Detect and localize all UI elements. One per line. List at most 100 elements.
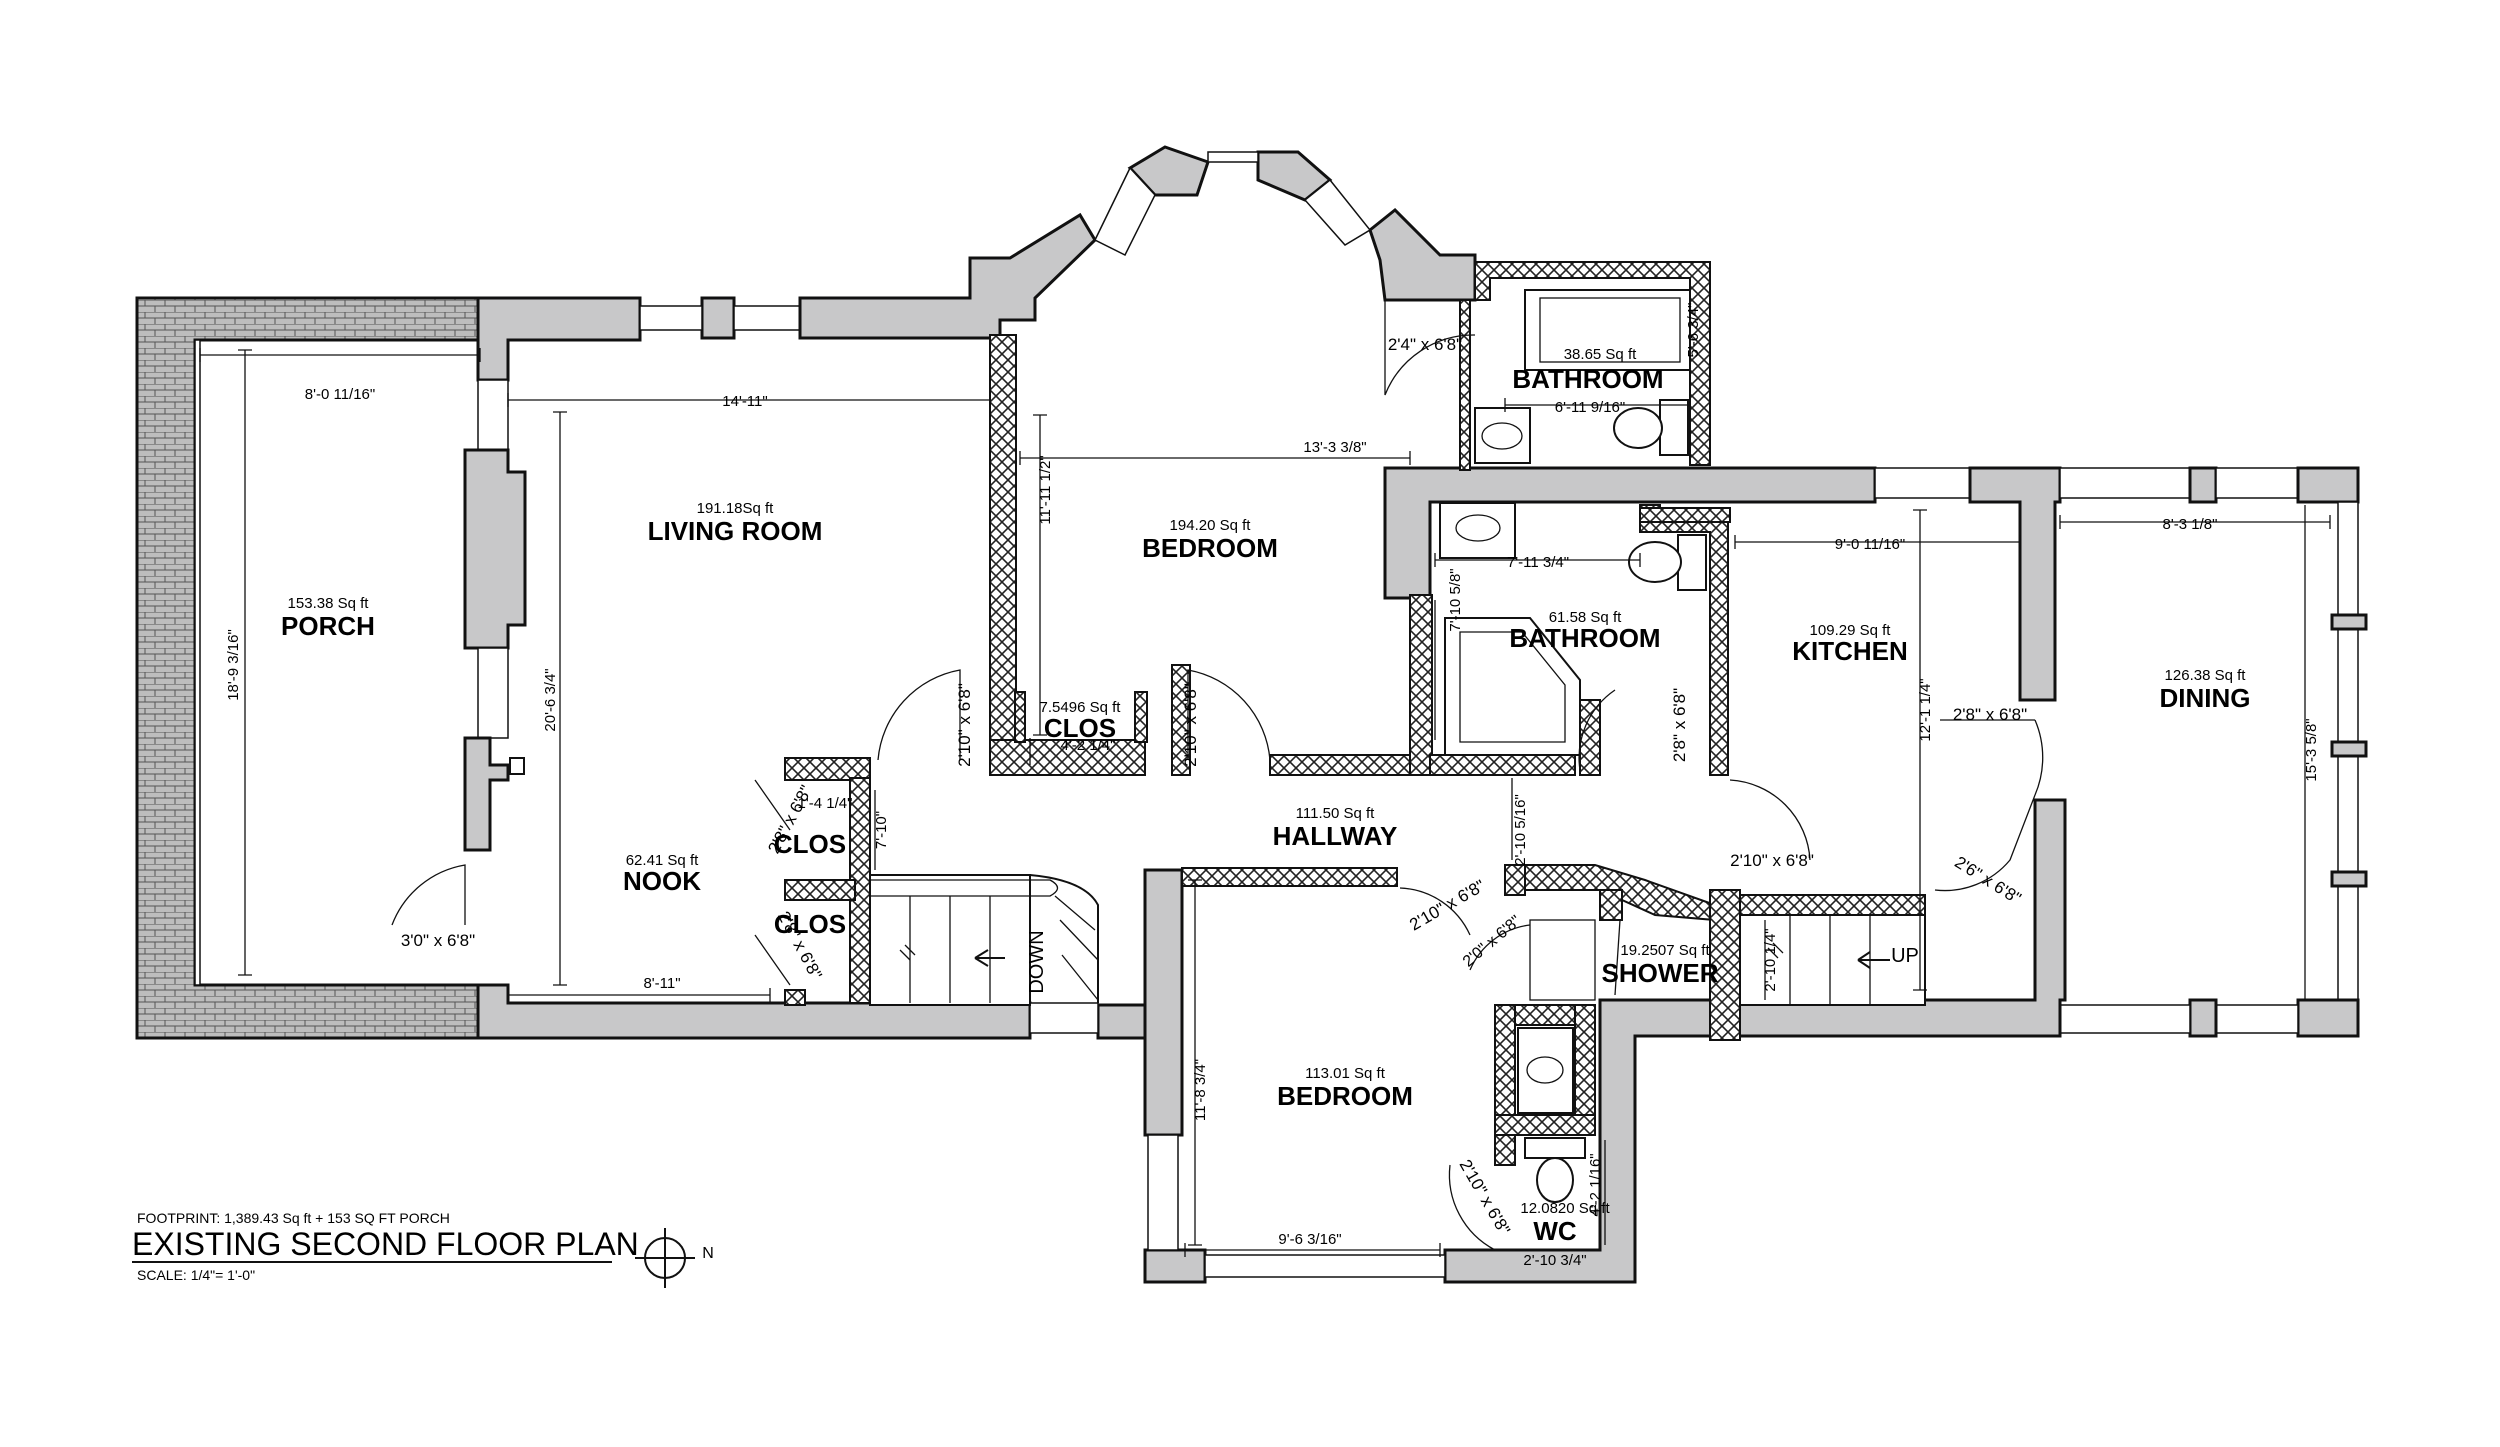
dim-kitchen-w: 9'-0 11/16" [1835, 536, 1905, 553]
dining-area: 126.38 Sq ft [2165, 667, 2247, 684]
kitchen-area: 109.29 Sq ft [1810, 622, 1892, 639]
dim-living-w: 14'-11" [722, 393, 767, 410]
dim-bed2-h: 11'-8 3/4" [1192, 1059, 1209, 1121]
wall-shower-jamb [1599, 889, 1623, 921]
door-bath1: 2'4" x 6'8" [1388, 335, 1462, 354]
window [2059, 467, 2191, 499]
window [639, 305, 703, 331]
wall-pier [2188, 998, 2218, 1038]
shower-pan [1529, 919, 1596, 1001]
dim-wc-w: 2'-10 3/4" [1523, 1252, 1586, 1269]
wall-bath2-bottom [1429, 754, 1576, 776]
wall-kitchen-bottom [1443, 798, 2067, 1284]
dim-wc-h: 4'-2 1/16" [1587, 1153, 1604, 1216]
dim-bed1-w: 13'-3 3/8" [1303, 439, 1366, 456]
winder [1029, 874, 1099, 1003]
wall-bath2-left [1409, 594, 1433, 776]
wc-name: WC [1533, 1216, 1577, 1246]
sink [1439, 502, 1516, 559]
dim-dining-h: 15'-3 5/8" [2303, 718, 2320, 781]
dim-dining-w: 8'-3 1/8" [2163, 516, 2218, 533]
dim-clos2-w: 1'-4 1/4" [798, 795, 853, 812]
wall-clos1 [1014, 691, 1026, 743]
dim-bath2-w: 7'-11 3/4" [1507, 554, 1569, 571]
dim-nook-w: 8'-11" [643, 975, 680, 992]
interior-walls [784, 299, 1926, 1166]
clos1-area: 7.5496 Sq ft [1040, 699, 1122, 716]
door-porch: 3'0" x 6'8" [401, 931, 475, 950]
bay-window [1207, 151, 1259, 163]
wall-stair2-top [1739, 894, 1926, 916]
window [1029, 1002, 1099, 1034]
porch-rail [194, 339, 201, 986]
dim-bed2-w: 9'-6 3/16" [1278, 1231, 1341, 1248]
dim-bath1-w: 6'-11 9/16" [1555, 399, 1625, 416]
wall-living-pier [700, 296, 736, 340]
stair-labels: DOWN UP [1026, 930, 1919, 993]
break-line [899, 944, 916, 961]
living-area: 191.18Sq ft [697, 500, 775, 517]
toilet-tank [1524, 1137, 1586, 1159]
corner-tub [1444, 617, 1581, 756]
bed2-name: BEDROOM [1277, 1081, 1413, 1111]
wall-clos2-top [784, 757, 871, 781]
bay-window [1303, 178, 1372, 246]
window [1874, 467, 1971, 499]
window [477, 647, 509, 739]
winder-treads [1054, 895, 1099, 1001]
dim-clos1-w: 4'-2 1/4" [1061, 737, 1116, 754]
stairs-up [1739, 914, 1926, 1006]
door-bed1-right: 2'10" x 6'8" [1181, 683, 1200, 767]
sink [1474, 407, 1531, 464]
wall-wc-mid [1494, 1114, 1596, 1136]
bath2-name: BATHROOM [1509, 623, 1660, 653]
bath2-area: 61.58 Sq ft [1549, 609, 1622, 626]
window [477, 379, 509, 451]
mullion [2330, 740, 2368, 758]
sink-basin [1455, 514, 1501, 542]
dim-living-h: 20'-6 3/4" [542, 668, 559, 731]
wall-wc-lower [1494, 1134, 1516, 1166]
bath1-area: 38.65 Sq ft [1564, 346, 1637, 363]
wall-bed1-hall [1269, 754, 1421, 776]
dining-name: DINING [2160, 683, 2251, 713]
door-stair2: 2'10" x 6'8" [1730, 851, 1814, 870]
nook-name: NOOK [623, 866, 701, 896]
mullion [2330, 870, 2368, 888]
wall-bath2-right [1579, 699, 1601, 776]
clos3-name: CLOS [774, 909, 846, 939]
porch-area: 153.38 Sq ft [288, 595, 370, 612]
dim-bath1-h: 5'-6 3/4" [1685, 303, 1702, 358]
hallway-name: HALLWAY [1273, 821, 1398, 851]
wall-bed2-bottom-left [1143, 1248, 1207, 1284]
wall-clos1-bottom [989, 739, 1146, 776]
bathtub [1524, 289, 1691, 371]
bath1-name: BATHROOM [1512, 364, 1663, 394]
window [2059, 1004, 2191, 1034]
dim-porch-w: 8'-0 11/16" [305, 386, 375, 403]
stairs-down [869, 874, 1099, 1006]
door-wc: 2'10" x 6'8" [1456, 1156, 1514, 1238]
wall-porch-divider [463, 448, 527, 650]
window [1204, 1254, 1446, 1278]
wall-dining-corner [2296, 998, 2360, 1038]
dimension-lines [199, 290, 2331, 1257]
bed1-name: BEDROOM [1142, 533, 1278, 563]
stair-well [1739, 914, 1926, 1006]
door-kitchen: 2'8" x 6'8" [1953, 705, 2027, 724]
dim-porch-h: 18'-9 3/16" [225, 629, 242, 701]
living-name: LIVING ROOM [648, 516, 823, 546]
window [2215, 467, 2299, 499]
wall-bed1-door-jamb [1171, 664, 1191, 776]
north-arrow-icon [635, 1228, 695, 1288]
wall-kitchen-top [1968, 466, 2062, 702]
sink-basin [1481, 422, 1523, 450]
plan-title: EXISTING SECOND FLOOR PLAN [132, 1226, 639, 1262]
door-swings [391, 300, 2044, 1251]
dimension-labels: 8'-0 11/16" 14'-11" 13'-3 3/8" 6'-11 9/1… [225, 303, 2320, 1269]
wall-bed2-corner [1096, 1003, 1147, 1040]
footprint-note: FOOTPRINT: 1,389.43 Sq ft + 153 SQ FT PO… [137, 1210, 450, 1226]
fixtures [1439, 289, 1707, 1203]
wall-hall-jamb [1504, 864, 1526, 896]
toilet-tank [1659, 399, 1689, 456]
